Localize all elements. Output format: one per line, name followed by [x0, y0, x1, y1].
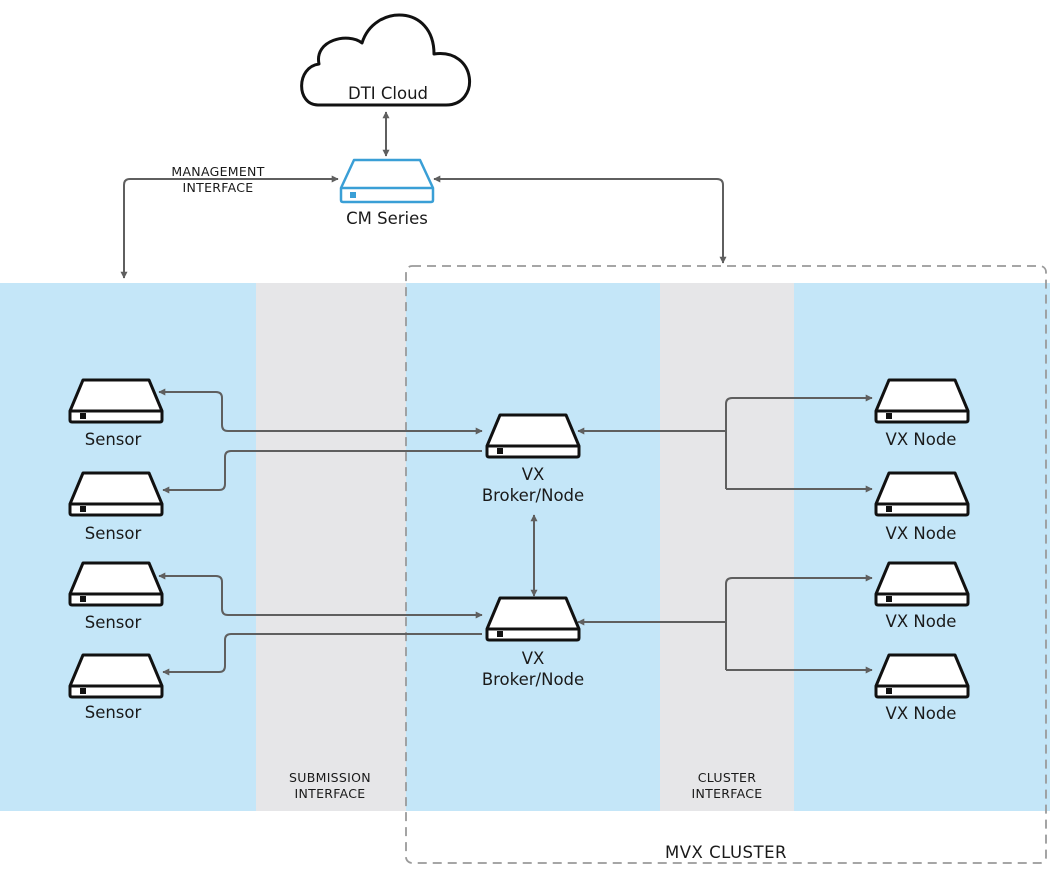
cm-series-label: CM Series: [346, 209, 428, 228]
vx-node-device: [874, 653, 970, 699]
sensor-label: Sensor: [85, 703, 142, 722]
sensor-device: [68, 471, 164, 517]
vx-node-label: VX Node: [886, 704, 957, 723]
broker2-sensor4-connector: [162, 633, 482, 676]
dti-cloud: [300, 13, 471, 107]
vx-broker-device: [485, 596, 581, 642]
vx-node-label: VX Node: [886, 612, 957, 631]
vx-node-label: VX Node: [886, 524, 957, 543]
cluster-interface-label-line1: CLUSTER: [698, 770, 756, 785]
sensor1-broker1-connector: [158, 388, 483, 435]
sensor-label: Sensor: [85, 613, 142, 632]
dti-cloud-label: DTI Cloud: [348, 84, 428, 103]
vx-broker-device: [485, 413, 581, 459]
vx-broker-label-line1: VX: [522, 465, 545, 484]
management-label-line1: MANAGEMENT: [171, 164, 264, 179]
mvx-cluster-boundary: [405, 265, 1047, 864]
management-connector: [120, 175, 339, 279]
cluster-interface-zone: [660, 283, 794, 811]
sensor-label: Sensor: [85, 524, 142, 543]
submission-interface-zone: [256, 283, 406, 811]
submission-label-line2: INTERFACE: [295, 786, 366, 801]
sensor3-broker2-connector: [158, 572, 483, 619]
cm-series-device: [339, 158, 435, 204]
vx-node-zone: [794, 283, 1050, 811]
vx-node-device: [874, 561, 970, 607]
sensor-zone: [0, 283, 256, 811]
sensor-device: [68, 561, 164, 607]
cluster-upper-to-node1: [725, 394, 873, 489]
vx-broker-label-line2: Broker/Node: [482, 670, 584, 689]
sensor-label: Sensor: [85, 430, 142, 449]
vx-broker-label-line2: Broker/Node: [482, 486, 584, 505]
cluster-lower-to-node3: [725, 574, 873, 670]
vx-node-device: [874, 471, 970, 517]
mvx-cluster-label: MVX CLUSTER: [665, 843, 787, 862]
submission-label-line1: SUBMISSION: [289, 770, 371, 785]
vx-broker-label-line1: VX: [522, 649, 545, 668]
broker1-sensor2-connector: [162, 450, 482, 494]
sensor-device: [68, 653, 164, 699]
management-label-line2: INTERFACE: [183, 180, 254, 195]
vx-node-device: [874, 378, 970, 424]
cluster-interface-label-line2: INTERFACE: [692, 786, 763, 801]
vx-node-label: VX Node: [886, 430, 957, 449]
cm-cluster-connector: [433, 175, 727, 264]
sensor-device: [68, 378, 164, 424]
